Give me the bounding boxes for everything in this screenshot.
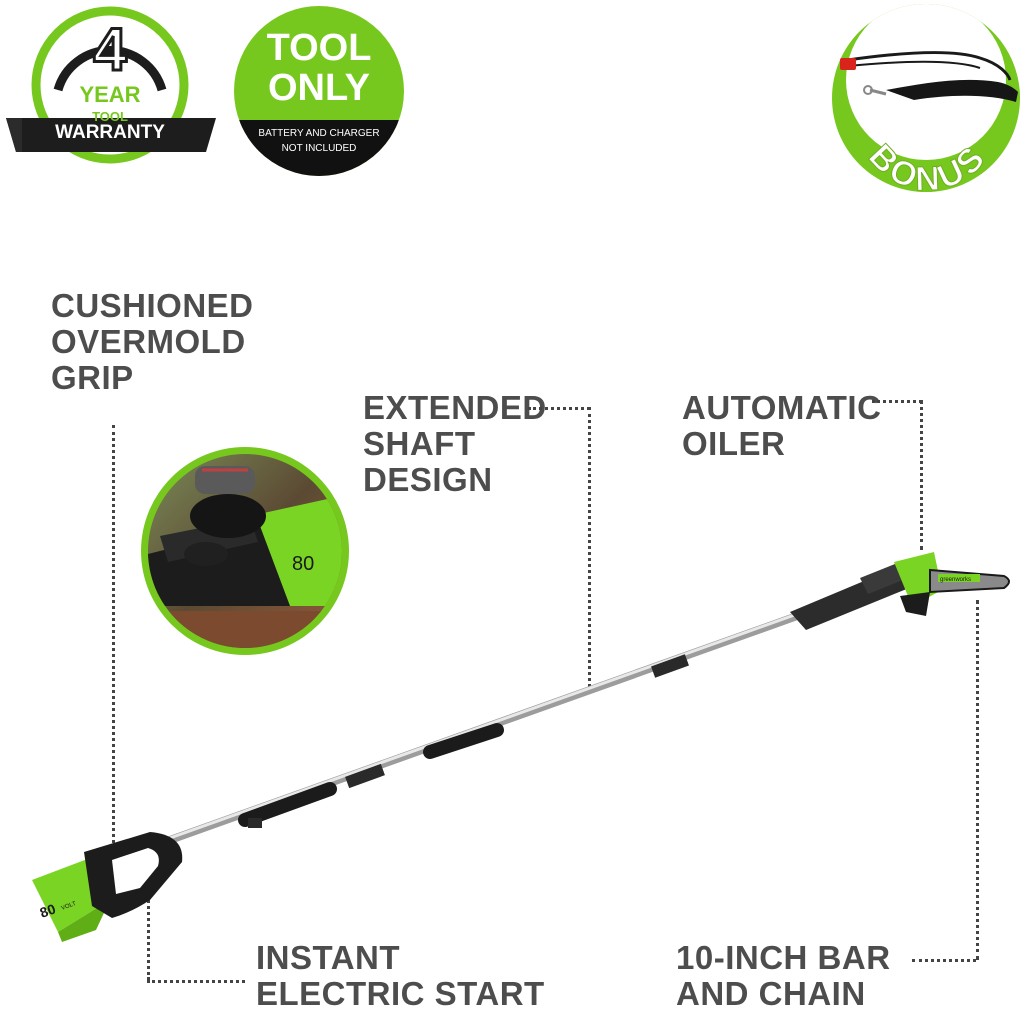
- warranty-badge-graphic: [6, 6, 216, 164]
- leader-grip: [112, 425, 115, 855]
- warranty-years: 4: [92, 16, 128, 83]
- feature-start-line2: ELECTRIC START: [256, 975, 545, 1012]
- bonus-badge-graphic: BONUS: [832, 4, 1020, 199]
- feature-shaft-line1: EXTENDED: [363, 389, 547, 426]
- bonus-badge: BONUS: [830, 2, 1022, 199]
- feature-bar-line2: AND CHAIN: [676, 975, 866, 1012]
- feature-grip-line3: GRIP: [51, 359, 134, 396]
- leader-bar-v: [976, 600, 979, 960]
- tool-only-note2: NOT INCLUDED: [281, 143, 357, 154]
- feature-oiler: AUTOMATIC OILER: [682, 390, 881, 462]
- leader-oiler-h: [872, 400, 922, 403]
- feature-oiler-line2: OILER: [682, 425, 786, 462]
- warranty-label: WARRANTY: [55, 122, 165, 143]
- feature-grip-line1: CUSHIONED: [51, 287, 254, 324]
- feature-grip: CUSHIONED OVERMOLD GRIP: [51, 288, 254, 396]
- feature-shaft: EXTENDED SHAFT DESIGN: [363, 390, 547, 498]
- brand-label: greenworks: [940, 577, 971, 583]
- tool-only-line2: ONLY: [267, 67, 371, 109]
- feature-start: INSTANT ELECTRIC START: [256, 940, 545, 1012]
- tool-only-note1: BATTERY AND CHARGER: [258, 128, 380, 139]
- warranty-year-label: YEAR: [79, 82, 141, 107]
- warranty-badge: 4 YEAR TOOL WARRANTY: [0, 0, 225, 170]
- leader-start-h: [147, 980, 245, 983]
- leader-shaft-v: [588, 407, 591, 687]
- pole-saw-image: 80 VOLT greenworks: [0, 540, 1024, 950]
- battery-volt-label: 80: [38, 900, 58, 920]
- feature-shaft-line3: DESIGN: [363, 461, 493, 498]
- feature-bar-line1: 10-INCH BAR: [676, 939, 891, 976]
- feature-bar: 10-INCH BAR AND CHAIN: [676, 940, 891, 1012]
- feature-oiler-line1: AUTOMATIC: [682, 389, 882, 426]
- shoulder-strap-icon: [840, 51, 1018, 102]
- inset-80-label: 80: [292, 553, 314, 575]
- grip-closeup-image: 80: [140, 446, 350, 656]
- feature-grip-line2: OVERMOLD: [51, 323, 246, 360]
- leader-shaft-h: [528, 407, 590, 410]
- feature-start-line1: INSTANT: [256, 939, 401, 976]
- feature-shaft-line2: SHAFT: [363, 425, 476, 462]
- leader-oiler-v: [920, 400, 923, 550]
- leader-bar-h: [912, 959, 976, 962]
- tool-only-line1: TOOL: [266, 27, 372, 69]
- tool-only-badge: TOOL ONLY BATTERY AND CHARGER NOT INCLUD…: [232, 4, 406, 178]
- leader-start-v: [147, 895, 150, 980]
- tool-only-badge-graphic: [234, 6, 404, 176]
- battery-volt-unit: VOLT: [61, 901, 78, 912]
- warranty-tool-label: TOOL: [92, 109, 128, 124]
